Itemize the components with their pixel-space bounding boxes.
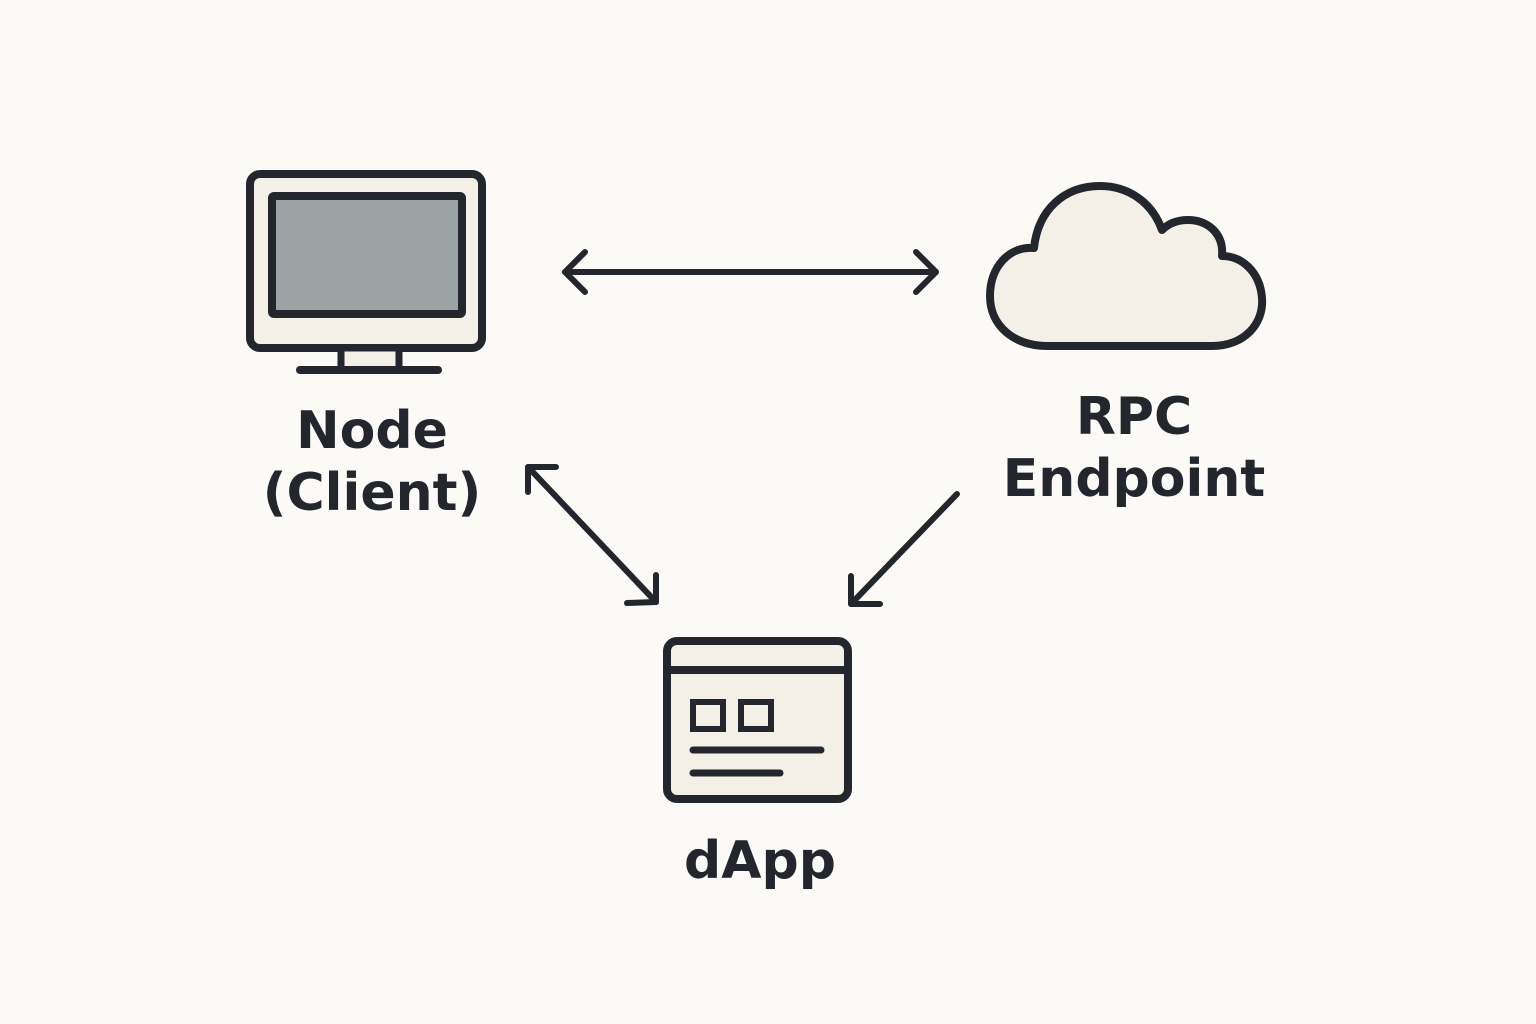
edge-node-rpc xyxy=(562,249,939,295)
rpc-label: RPC Endpoint xyxy=(984,386,1284,510)
node-label-line2: (Client) xyxy=(262,463,482,523)
monitor-icon xyxy=(246,170,486,374)
edge-rpc-dapp xyxy=(848,491,960,607)
rpc-label-line2: Endpoint xyxy=(1002,449,1266,509)
dapp-label: dApp xyxy=(610,830,910,892)
rpc-label-line1: RPC xyxy=(1075,387,1193,447)
node-label: Node (Client) xyxy=(222,400,522,524)
edge-node-dapp xyxy=(525,464,659,606)
cloud-icon xyxy=(986,182,1267,350)
node-label-line1: Node xyxy=(296,401,448,461)
dapp-label-text: dApp xyxy=(684,831,836,891)
app-window-icon xyxy=(663,637,852,803)
